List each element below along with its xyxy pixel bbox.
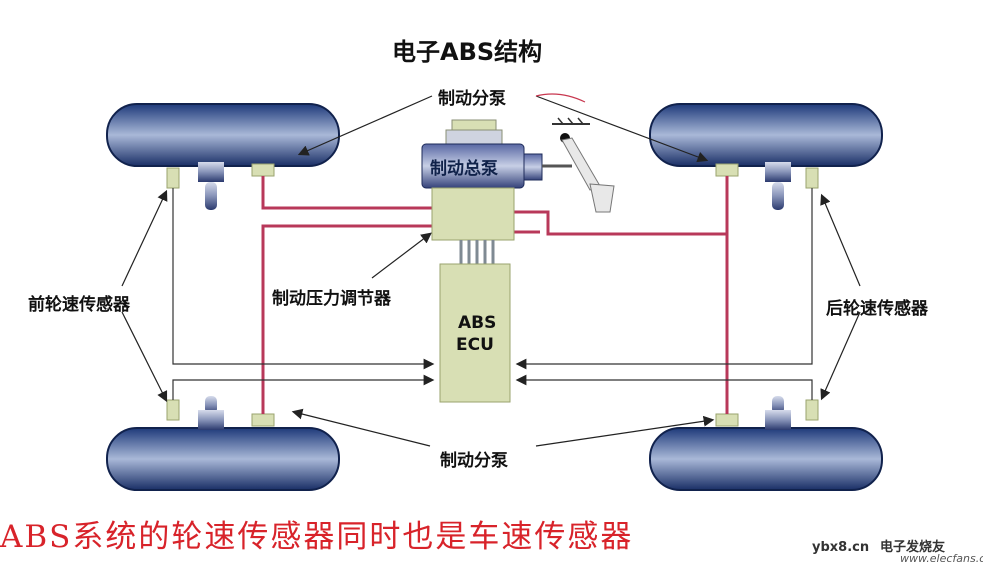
abs-ecu [439, 263, 511, 403]
wheel-rear-right [649, 427, 883, 491]
label-ecu-line2: ECU [456, 335, 494, 355]
brake-caliper-front-right [198, 396, 224, 430]
wheel-rear-left [649, 103, 883, 167]
label-ecu-line1: ABS [458, 313, 497, 333]
diagram-title: 电子ABS结构 [392, 38, 543, 66]
wheel-speed-sensor-front-right [166, 399, 180, 421]
brake-caliper-front-left [198, 162, 224, 210]
line-connector [715, 413, 739, 427]
sensor-signal-lines [172, 188, 813, 400]
label-master-cylinder: 制动总泵 [430, 159, 498, 179]
wheel-speed-sensor-rear-right [805, 399, 819, 421]
master-cylinder [421, 119, 572, 189]
caption-text: ABS系统的轮速传感器同时也是车速传感器 [0, 519, 634, 555]
label-front-wheel-speed-sensor: 前轮速传感器 [28, 295, 130, 315]
wheel-speed-sensor-front-left [166, 167, 180, 189]
brake-lines [261, 176, 729, 414]
line-connector [715, 163, 739, 177]
label-pointers [121, 95, 861, 447]
watermark-url: www.elecfans.com [900, 552, 983, 565]
label-brake-pump-bottom: 制动分泵 [440, 451, 508, 471]
wheel-front-left [106, 103, 340, 167]
watermark-site: ybx8.cn [812, 540, 870, 555]
line-connector [251, 413, 275, 427]
decorative-line [535, 93, 586, 103]
watermark-brand: 电子发烧友 [880, 540, 946, 555]
line-connector [251, 163, 275, 177]
label-rear-wheel-speed-sensor: 后轮速传感器 [826, 299, 928, 319]
brake-pedal [552, 117, 615, 213]
label-brake-pump-top: 制动分泵 [438, 89, 506, 109]
brake-caliper-rear-right [765, 396, 791, 430]
brake-caliper-rear-left [765, 162, 791, 210]
wheel-front-right [106, 427, 340, 491]
regulator-ecu-connectors [459, 240, 495, 264]
brake-pressure-regulator [431, 187, 515, 241]
wheel-speed-sensor-rear-left [805, 167, 819, 189]
label-pressure-regulator: 制动压力调节器 [272, 289, 391, 309]
